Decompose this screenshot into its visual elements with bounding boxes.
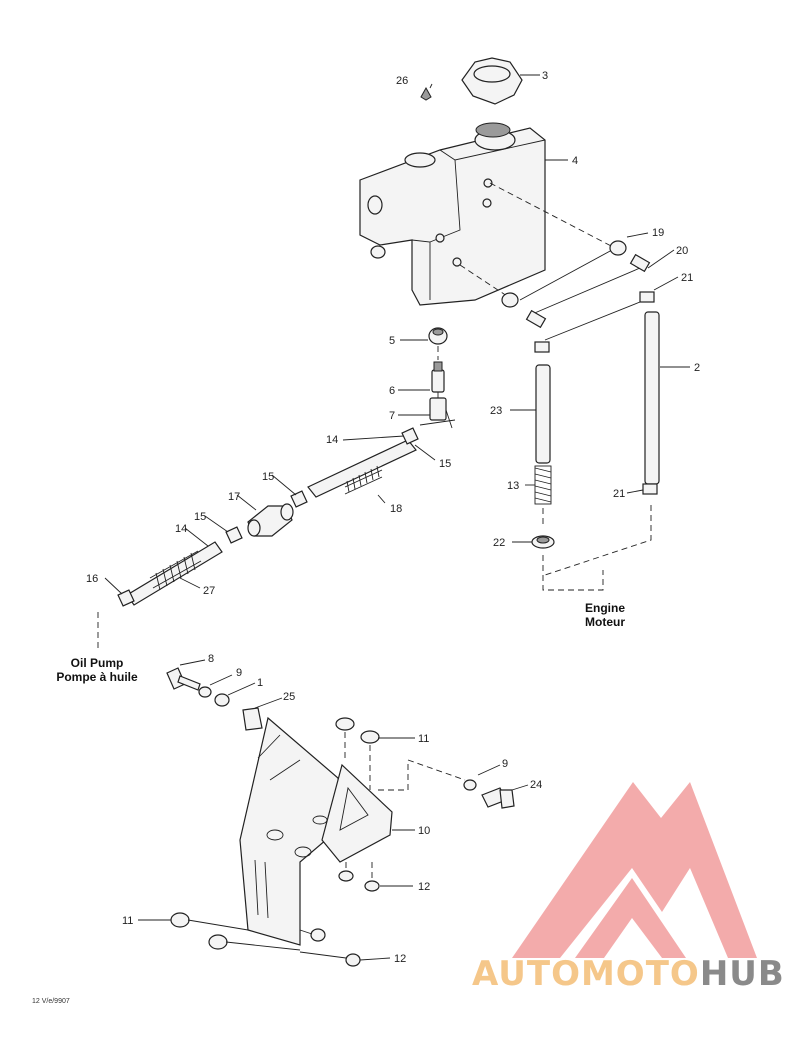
callout-24: 24 (530, 779, 542, 791)
callout-3: 3 (542, 70, 548, 82)
spacer-1 (214, 693, 230, 707)
clamp-15-lower (225, 526, 243, 544)
washer-12-c (310, 928, 326, 942)
grommet-5 (428, 327, 448, 345)
callout-12-mid: 12 (418, 881, 430, 893)
washer-12-d (345, 953, 361, 967)
watermark-logo (512, 782, 757, 958)
clamp-22 (531, 535, 555, 549)
callout-4: 4 (572, 155, 578, 167)
watermark-text: AUTOMOTOHUB (472, 954, 785, 994)
callout-leaders (104, 74, 690, 961)
callout-15-lower: 15 (194, 511, 206, 523)
callout-5: 5 (389, 335, 395, 347)
callout-1: 1 (257, 677, 263, 689)
callout-13: 13 (507, 480, 519, 492)
oil-pump-label: Oil Pump (71, 656, 124, 670)
leader-dash (544, 505, 652, 576)
leader-dash (489, 182, 616, 249)
tank-cap (461, 57, 523, 105)
drawing-code: 12 V/e/9907 (32, 998, 70, 1005)
callout-17: 17 (228, 491, 240, 503)
oil-tank (359, 127, 546, 306)
washer-9-top (198, 686, 212, 698)
nut-11-top-a (335, 717, 355, 731)
nut-11-bottom-b (208, 934, 228, 950)
callout-21-top: 21 (681, 272, 693, 284)
return-hose (535, 364, 551, 464)
clamp-21-bottom (642, 483, 658, 495)
callout-14-upper: 14 (326, 434, 338, 446)
assembly-line (187, 919, 347, 959)
callout-19: 19 (652, 227, 664, 239)
moteur-label: Moteur (585, 615, 625, 629)
callout-18: 18 (390, 503, 402, 515)
callout-2: 2 (694, 362, 700, 374)
grommet-19 (609, 240, 627, 256)
callout-9-top: 9 (236, 667, 242, 679)
callout-12-bottom: 12 (394, 953, 406, 965)
elbow-20 (629, 253, 651, 273)
tank-neck (474, 122, 516, 151)
clamp-21-top (639, 291, 655, 303)
callout-26: 26 (396, 75, 408, 87)
callout-15-mid: 15 (262, 471, 274, 483)
watermark-part2: HUB (700, 954, 785, 994)
engine-leader-dash (542, 555, 604, 591)
spring-18 (344, 465, 383, 495)
leader-dash (344, 732, 409, 791)
callout-21-bottom: 21 (613, 488, 625, 500)
clamp-23-top (534, 341, 550, 353)
fitting-6 (431, 361, 445, 393)
hose-outline (519, 249, 646, 341)
callout-27: 27 (203, 585, 215, 597)
watermark-part1: AUTOMOTO (472, 954, 700, 994)
callout-23: 23 (490, 405, 502, 417)
tee-7 (419, 397, 456, 429)
callout-6: 6 (389, 385, 395, 397)
watermark-triangle (512, 782, 757, 958)
callout-7: 7 (389, 410, 395, 422)
spring-13 (534, 465, 552, 505)
mounting-bracket (239, 716, 393, 946)
pompe-label: Pompe à huile (56, 670, 138, 684)
callout-14-lower: 14 (175, 523, 187, 535)
leader-dash (345, 862, 373, 880)
clip-25 (242, 707, 263, 731)
nut-11-top-b (360, 730, 380, 744)
vent-hose (644, 311, 660, 485)
bolt-8 (166, 667, 201, 691)
washer-9-right (463, 779, 477, 791)
callout-25: 25 (283, 691, 295, 703)
callout-16: 16 (86, 573, 98, 585)
clamp-16 (117, 589, 135, 607)
callout-20: 20 (676, 245, 688, 257)
clamp-15-upper (401, 427, 419, 445)
callout-11-top: 11 (418, 733, 429, 745)
elbow-lower (525, 309, 547, 329)
clamp-15-mid (290, 490, 308, 508)
callout-22: 22 (493, 537, 505, 549)
bolt-24 (481, 787, 515, 809)
nut-11-bottom-a (170, 912, 190, 928)
washer-12-b (364, 880, 380, 892)
grommet-lower (501, 292, 519, 308)
washer-12-a (338, 870, 354, 882)
callout-11-bottom: 11 (122, 915, 133, 927)
oil-hose-upper (307, 439, 417, 498)
callout-9-right: 9 (502, 758, 508, 770)
o-ring (420, 86, 432, 101)
leader-dash (407, 759, 466, 781)
callout-numbers: 3 26 4 19 20 21 2 5 6 7 14 15 15 17 18 1… (86, 70, 700, 965)
callout-10: 10 (418, 825, 430, 837)
engine-label: Engine (585, 601, 625, 615)
callout-8: 8 (208, 653, 214, 665)
spring-27 (149, 550, 202, 591)
callout-15-upper: 15 (439, 458, 451, 470)
filter-17 (247, 503, 294, 537)
